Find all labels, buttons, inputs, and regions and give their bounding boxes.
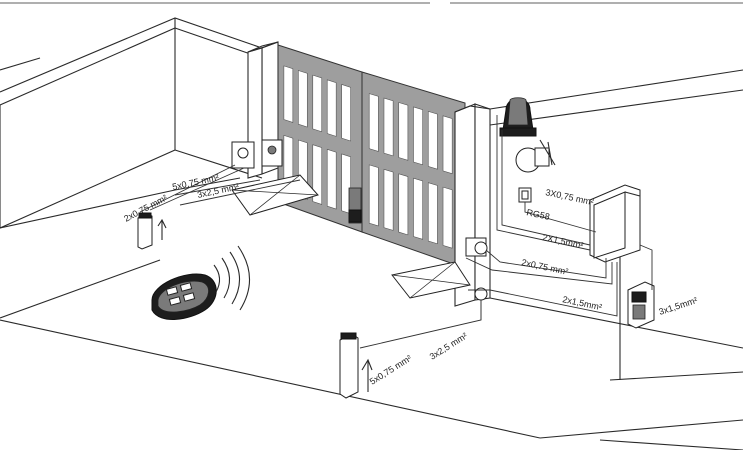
gate-bar-panel — [283, 65, 294, 123]
gate-bar-panel — [383, 168, 394, 231]
left-wall — [0, 17, 263, 229]
radio-waves-icon — [213, 245, 251, 311]
rg58-junction — [518, 187, 532, 203]
gate-bar-panel — [413, 106, 423, 166]
motor-base-right — [391, 261, 471, 299]
gate-bar-panel — [312, 74, 323, 133]
gate-bar-panel — [413, 177, 423, 240]
label-control-2x15: 2X1,5mm² — [542, 232, 585, 250]
photocell-left — [231, 141, 255, 169]
label-motor-2x15: 2x1,5mm² — [562, 294, 603, 312]
remote-control-icon — [151, 273, 217, 320]
cables — [139, 115, 653, 349]
gate-bar-panel — [368, 164, 379, 227]
label-flasher: 3X0,75 mm² — [545, 187, 595, 207]
gate-bar-panel — [398, 102, 409, 161]
gate — [277, 44, 466, 269]
control-unit — [589, 184, 641, 263]
gate-bar-panel — [427, 182, 438, 245]
gate-bar-panel — [427, 110, 438, 170]
gate-bar-panel — [383, 97, 394, 157]
gate-bar-panel — [326, 79, 337, 137]
key-switch — [627, 281, 655, 329]
flashing-lamp — [499, 97, 537, 137]
post-left — [137, 212, 167, 250]
gate-bar-panel — [442, 186, 453, 249]
label-keyswitch: 3x1,5mm² — [658, 295, 699, 317]
label-post-5x075: 5x0,75 mm² — [368, 353, 414, 387]
gate-bars-right — [368, 93, 453, 249]
gate-bar-panel — [368, 93, 379, 152]
label-rg58: RG58 — [526, 207, 551, 222]
antenna-spotlight — [515, 139, 556, 173]
gate-receiver-box — [348, 187, 362, 224]
left-wall-face — [0, 27, 176, 229]
gate-bar-panel — [341, 84, 351, 142]
motor-arm-left — [261, 139, 283, 167]
photocell-right — [465, 237, 488, 257]
gate-bar-panel — [312, 144, 323, 205]
gate-bar-panel — [398, 173, 409, 236]
label-post-3x25: 3x2,5 mm² — [428, 331, 469, 362]
gate-bar-panel — [442, 115, 453, 175]
post-right — [339, 332, 373, 399]
gate-bar-panel — [326, 148, 337, 210]
gate-bar-panel — [298, 70, 308, 128]
